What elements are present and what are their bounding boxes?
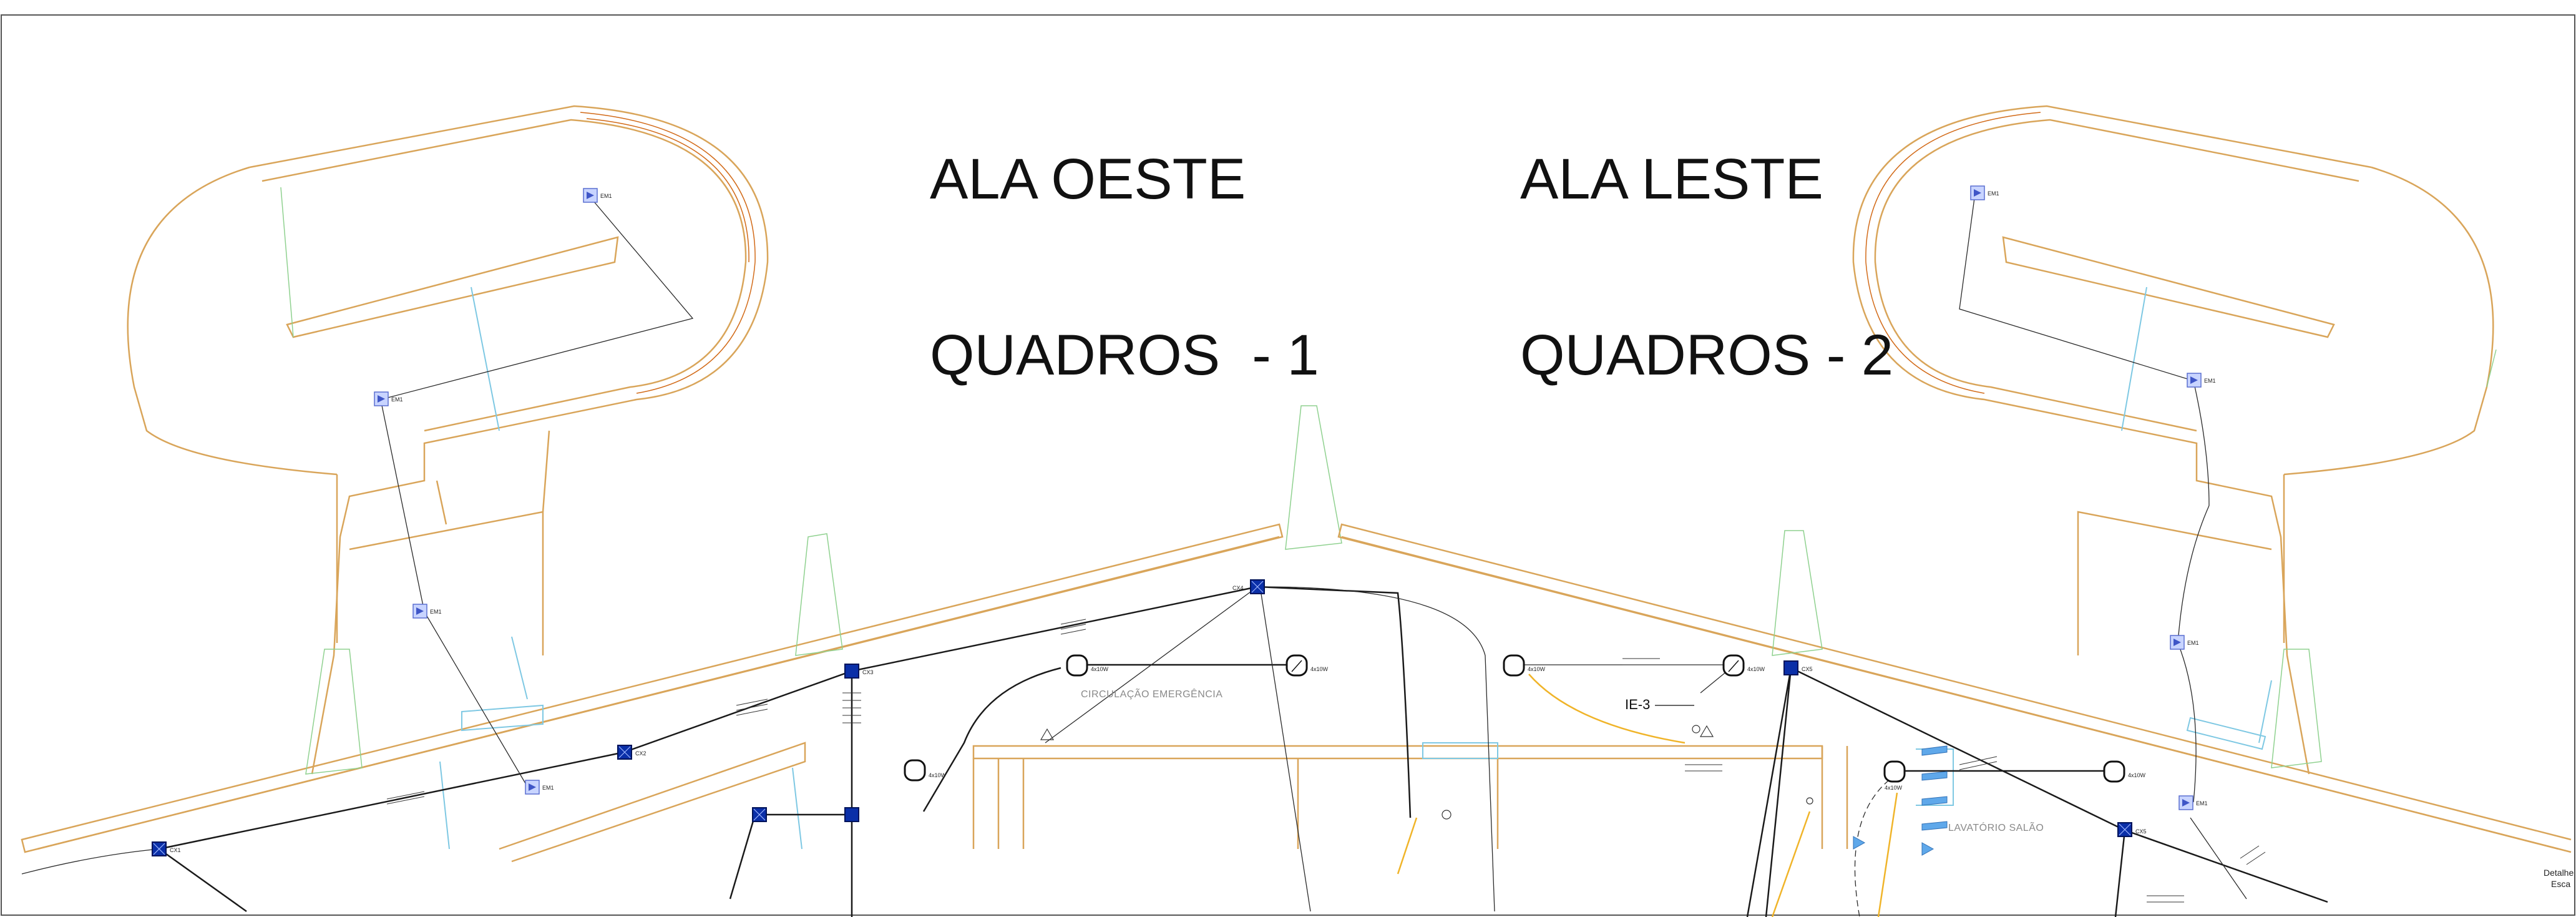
em-label-8: EM1 — [2196, 800, 2208, 807]
panel-label-5: CX5 — [1802, 666, 1813, 672]
room-label-circulation: CIRCULAÇÃO EMERGÊNCIA — [1081, 689, 1223, 700]
corner-note-line2: Esca — [2551, 879, 2571, 889]
em-label-1: EM1 — [600, 193, 612, 199]
east-wing-landscape — [1772, 349, 2497, 768]
west-wing-curve-detail — [580, 112, 756, 394]
panel-label-2: CX3 — [862, 669, 874, 675]
west-wiring-thin — [21, 196, 1495, 912]
em-label-6: EM1 — [2204, 378, 2216, 384]
emergency-yellow-runs — [1397, 674, 1898, 917]
luminaires — [904, 654, 2125, 783]
lamp-label-2: 4x10W — [1310, 666, 1329, 672]
em-label-5: EM1 — [1988, 190, 1999, 197]
west-title-line2: QUADROS - 1 — [930, 323, 1319, 387]
west-wing-title: ALA OESTE QUADROS - 1 — [930, 32, 1319, 443]
lamp-label-3: 4x10W — [929, 772, 947, 778]
east-wing-title: ALA LESTE QUADROS - 2 — [1520, 32, 1893, 443]
west-wiring — [159, 586, 1412, 917]
circuit-annotations — [386, 619, 2266, 903]
sheet-border — [1, 14, 2575, 916]
panel-label-1: CX4 — [1232, 585, 1244, 591]
small-triangles — [1040, 725, 1813, 820]
panel-label-3: CX2 — [635, 750, 646, 757]
east-title-line1: ALA LESTE — [1520, 147, 1823, 211]
lamp-label-6: 4x10W — [1885, 785, 1903, 791]
east-wing-walls — [1337, 105, 2572, 853]
west-wing-glazing — [439, 287, 1498, 850]
lamp-label-4: 4x10W — [1528, 666, 1546, 672]
lamp-label-1: 4x10W — [1091, 666, 1109, 672]
emergency-light-glyphs — [378, 189, 2198, 807]
east-wing-curve-detail — [1865, 112, 2041, 394]
east-wing-glazing — [1916, 287, 2272, 806]
em-label-3: EM1 — [430, 609, 442, 615]
west-wing-landscape — [280, 187, 1342, 775]
device-label-group: EM1 EM1 EM1 EM1 EM1 EM1 EM1 EM1 CX4 CX3 … — [170, 190, 2216, 853]
west-title-line1: ALA OESTE — [930, 147, 1246, 211]
panel-label-6: CX5 — [2135, 828, 2147, 835]
corner-note-line1: Detalhe — [2544, 868, 2574, 878]
room-label-lavatory: LAVATÓRIO SALÃO — [1948, 823, 2044, 833]
em-label-2: EM1 — [391, 396, 403, 403]
luminaire-ticks — [1291, 660, 1739, 672]
east-title-line2: QUADROS - 2 — [1520, 323, 1894, 387]
panel-boxes — [152, 579, 2132, 856]
em-label-7: EM1 — [2187, 640, 2199, 646]
ie3-callout: IE-3 — [1625, 697, 1651, 712]
lavatory-fixtures — [1853, 745, 1948, 856]
em-label-4: EM1 — [542, 785, 554, 791]
east-wiring — [1746, 667, 2328, 917]
lamp-label-7: 4x10W — [2128, 772, 2146, 778]
lamp-label-5: 4x10W — [1747, 666, 1765, 672]
panel-label-4: CX1 — [170, 847, 181, 853]
